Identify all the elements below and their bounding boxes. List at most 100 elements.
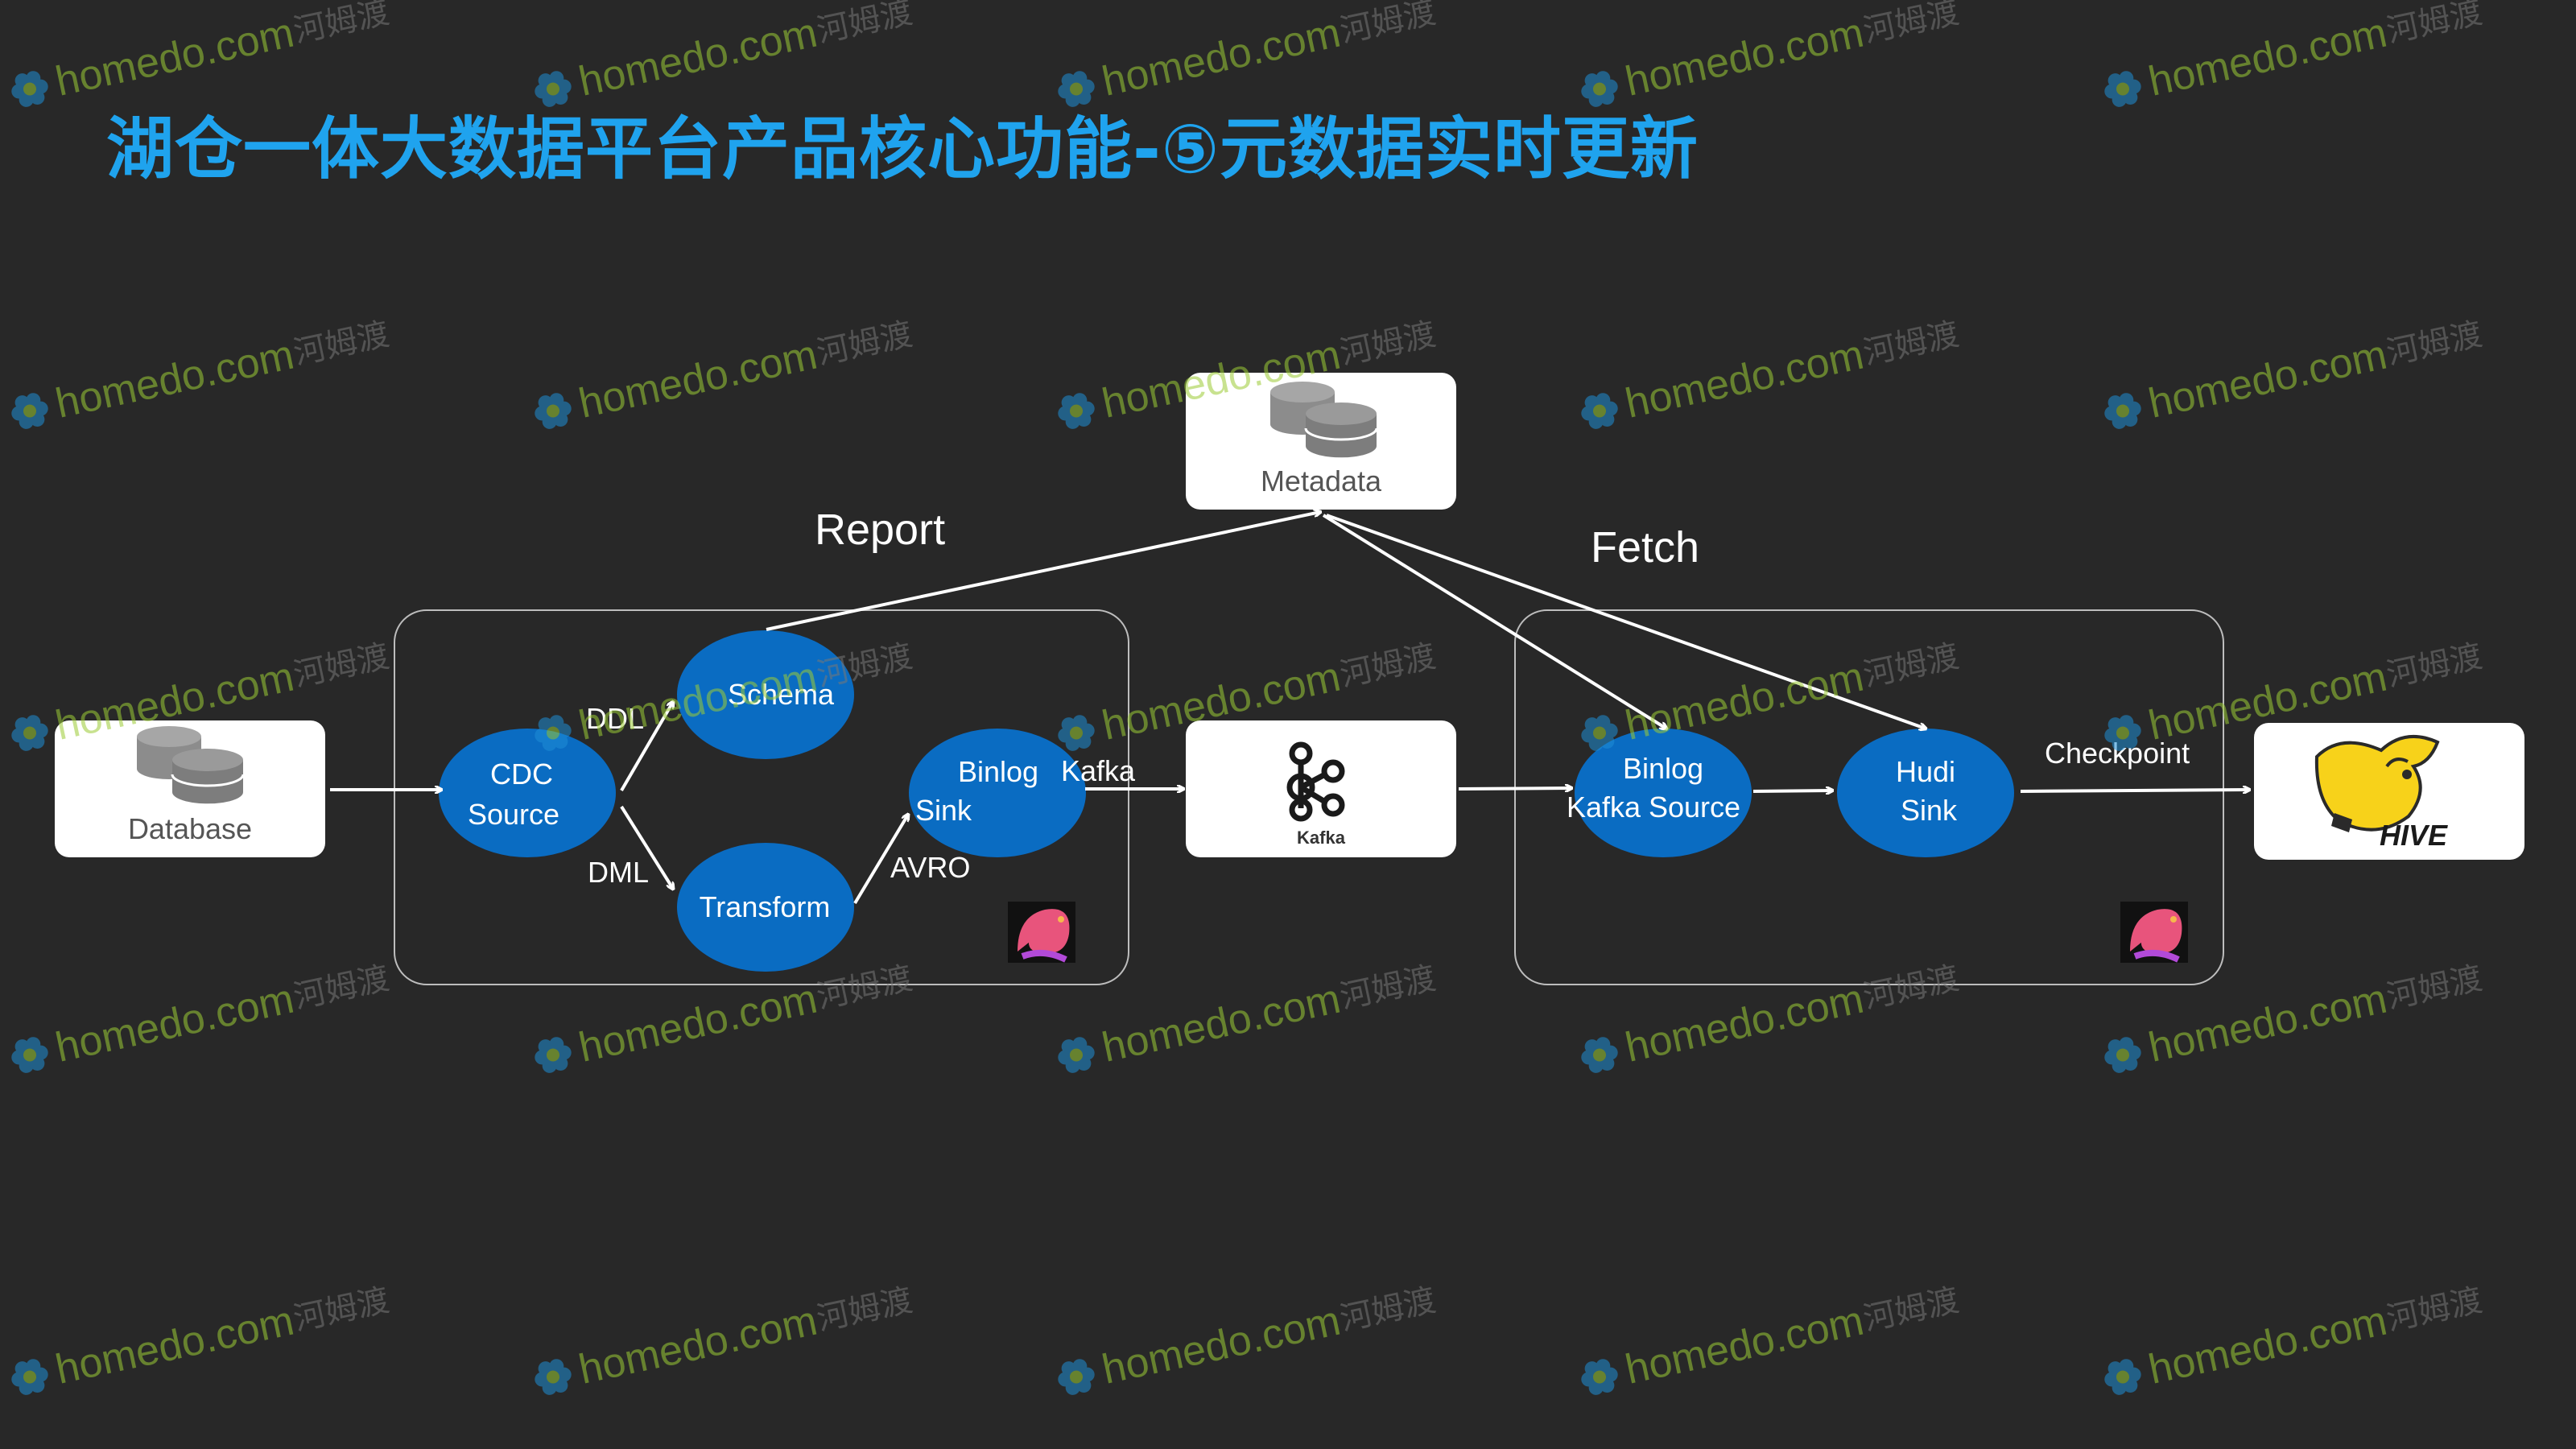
flower-icon bbox=[535, 393, 572, 429]
flink-job-group-right bbox=[1514, 609, 2224, 985]
flower-icon bbox=[2104, 393, 2141, 429]
arrow-metadata-to-hudi bbox=[1326, 514, 1926, 729]
flower-icon bbox=[535, 1359, 572, 1395]
binlog-kafka-source-node bbox=[1575, 729, 1752, 857]
binlog-kafka-source-label-line2: Kafka Source bbox=[1567, 791, 1740, 824]
flower-icon bbox=[1581, 1359, 1618, 1395]
flower-icon bbox=[535, 1037, 572, 1073]
flower-icon bbox=[1058, 393, 1095, 429]
arrow-hudi-to-hive bbox=[2020, 790, 2249, 791]
arrow-schema-to-metadata bbox=[766, 512, 1320, 631]
transform-node bbox=[677, 843, 854, 972]
watermark-cn-text: 河姆渡 bbox=[1337, 1282, 1439, 1338]
hudi-sink-label-line1: Hudi bbox=[1896, 755, 1955, 788]
flower-icon bbox=[1581, 715, 1618, 751]
flink-job-group-left bbox=[394, 609, 1129, 985]
watermark-brand-text: homedo.com bbox=[2145, 10, 2391, 105]
watermark-cn-text: 河姆渡 bbox=[1337, 960, 1439, 1016]
watermark-brand-text: homedo.com bbox=[2145, 976, 2391, 1071]
watermark-cn-text: 河姆渡 bbox=[814, 960, 916, 1016]
fetch-label: Fetch bbox=[1591, 523, 1699, 572]
watermark-cn-text: 河姆渡 bbox=[291, 960, 393, 1016]
arrow-cdc-to-transform bbox=[620, 805, 673, 889]
arrow-kafka-to-binlog-kafka-source bbox=[1458, 788, 1571, 789]
transform-label: Transform bbox=[700, 890, 831, 923]
flower-icon bbox=[2104, 715, 2141, 751]
flower-icon bbox=[2104, 71, 2141, 107]
report-label: Report bbox=[815, 506, 945, 554]
watermark-cn-text: 河姆渡 bbox=[1337, 316, 1439, 372]
watermark-cn-text: 河姆渡 bbox=[1860, 1282, 1963, 1338]
watermark-cn-text: 河姆渡 bbox=[2384, 0, 2486, 50]
flower-icon bbox=[1581, 71, 1618, 107]
watermark-brand-text: homedo.com bbox=[1621, 654, 1868, 749]
flower-icon bbox=[1058, 715, 1095, 751]
flower-icon bbox=[1058, 71, 1095, 107]
watermark-brand-text: homedo.com bbox=[1621, 1298, 1868, 1393]
watermark-brand-text: homedo.com bbox=[575, 1298, 821, 1393]
flink-logo-icon-left bbox=[1008, 902, 1075, 963]
ddl-label: DDL bbox=[586, 702, 644, 735]
flower-icon bbox=[1581, 1037, 1618, 1073]
hudi-sink-node bbox=[1837, 729, 2014, 857]
kafka-edge-label: Kafka bbox=[1061, 754, 1136, 787]
flower-icon bbox=[11, 1037, 48, 1073]
watermark-brand-text: homedo.com bbox=[52, 1298, 298, 1393]
watermark-cn-text: 河姆渡 bbox=[2384, 1282, 2486, 1338]
hudi-sink-label-line2: Sink bbox=[1901, 794, 1958, 827]
dml-label: DML bbox=[588, 856, 649, 889]
watermark-brand-text: homedo.com bbox=[1098, 1298, 1344, 1393]
watermark-cn-text: 河姆渡 bbox=[2384, 960, 2486, 1016]
watermark-cn-text: 河姆渡 bbox=[1860, 638, 1963, 694]
watermark-cn-text: 河姆渡 bbox=[2384, 316, 2486, 372]
watermark-brand-text: homedo.com bbox=[1098, 976, 1344, 1071]
watermark-cn-text: 河姆渡 bbox=[291, 638, 393, 694]
page-title: 湖仓一体大数据平台产品核心功能-⑤元数据实时更新 bbox=[106, 109, 1699, 188]
watermark-cn-text: 河姆渡 bbox=[814, 1282, 916, 1338]
watermark-cn-text: 河姆渡 bbox=[1337, 638, 1439, 694]
kafka-icon bbox=[1286, 741, 1345, 822]
cdc-source-label-line1: CDC bbox=[490, 758, 553, 791]
watermark-cn-text: 河姆渡 bbox=[1337, 0, 1439, 50]
watermark-cn-text: 河姆渡 bbox=[291, 1282, 393, 1338]
watermark-cn-text: 河姆渡 bbox=[1860, 316, 1963, 372]
watermark-cn-text: 河姆渡 bbox=[814, 316, 916, 372]
watermark-brand-text: homedo.com bbox=[1621, 332, 1868, 427]
cdc-source-node bbox=[439, 729, 616, 857]
watermark-brand-text: homedo.com bbox=[52, 332, 298, 427]
flower-icon bbox=[1581, 393, 1618, 429]
hive-logo-icon bbox=[2314, 735, 2440, 832]
flower-icon bbox=[535, 71, 572, 107]
flower-icon bbox=[2104, 1037, 2141, 1073]
flower-icon bbox=[11, 393, 48, 429]
watermark-brand-text: homedo.com bbox=[1098, 10, 1344, 105]
watermark-cn-text: 河姆渡 bbox=[291, 0, 393, 50]
flower-icon bbox=[11, 71, 48, 107]
watermark-brand-text: homedo.com bbox=[1621, 10, 1868, 105]
watermark-brand-text: homedo.com bbox=[2145, 332, 2391, 427]
watermark-brand-text: homedo.com bbox=[52, 976, 298, 1071]
watermark-cn-text: 河姆渡 bbox=[2384, 638, 2486, 694]
flink-logo-icon-right bbox=[2120, 902, 2188, 963]
cdc-source-label-line2: Source bbox=[468, 798, 559, 831]
flower-icon bbox=[11, 1359, 48, 1395]
watermark-brand-text: homedo.com bbox=[1621, 976, 1868, 1071]
flower-icon bbox=[1058, 1037, 1095, 1073]
schema-node bbox=[677, 630, 854, 759]
kafka-card bbox=[1186, 720, 1456, 857]
